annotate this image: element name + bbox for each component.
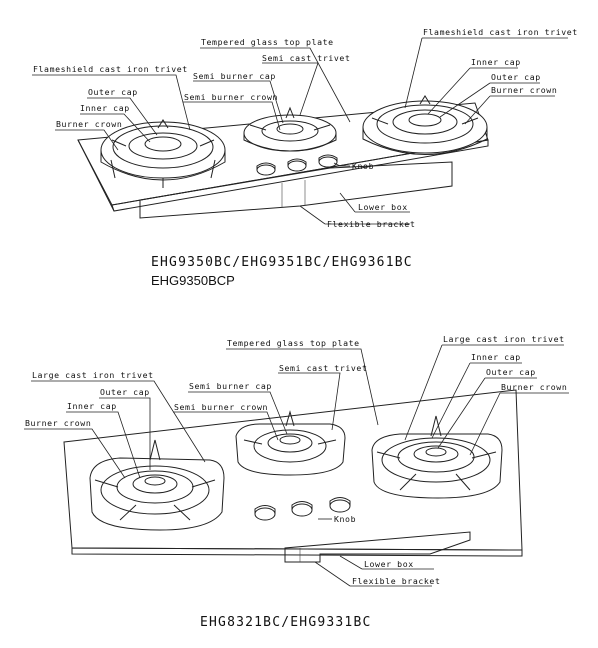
bottom-semi-burner (235, 410, 346, 476)
top-labels: Tempered glass top plate Semi cast trive… (33, 27, 578, 229)
top-semi-burner (243, 106, 337, 152)
top-model-number-extra: EHG9350BCP (151, 273, 235, 288)
label-top-semi-burner-cap: Semi burner cap (193, 71, 276, 81)
label-top-outer-cap-left: Outer cap (88, 87, 138, 97)
label-top-semi-cast-trivet: Semi cast trivet (262, 53, 350, 63)
top-left-burner (100, 119, 226, 188)
label-bottom-lower-box: Lower box (364, 559, 414, 569)
label-top-tempered-glass: Tempered glass top plate (201, 37, 334, 47)
label-bottom-tempered-glass: Tempered glass top plate (227, 338, 360, 348)
label-bottom-burner-crown-right: Burner crown (501, 382, 567, 392)
label-bottom-flexible-bracket: Flexible bracket (352, 576, 440, 586)
top-model-numbers: EHG9350BC/EHG9351BC/EHG9361BC (151, 255, 413, 270)
bottom-model-numbers: EHG8321BC/EHG9331BC (200, 615, 372, 630)
top-lower-box (139, 161, 453, 219)
top-leader-lines (32, 37, 568, 225)
label-bottom-semi-burner-crown: Semi burner crown (174, 402, 268, 412)
label-bottom-outer-cap-right: Outer cap (486, 367, 536, 377)
top-right-burner (362, 95, 488, 155)
top-knobs (256, 154, 338, 176)
label-bottom-large-trivet-left: Large cast iron trivet (32, 370, 154, 380)
label-bottom-semi-cast-trivet: Semi cast trivet (279, 363, 367, 373)
label-bottom-knob: Knob (334, 514, 356, 524)
label-bottom-outer-cap-left: Outer cap (100, 387, 150, 397)
bottom-leader-lines (24, 344, 569, 587)
label-top-knob: Knob (352, 161, 374, 171)
label-top-outer-cap-right: Outer cap (491, 72, 541, 82)
label-top-flameshield-trivet-right: Flameshield cast iron trivet (423, 27, 578, 37)
label-top-inner-cap-left: Inner cap (80, 103, 130, 113)
bottom-lower-box (284, 531, 471, 563)
label-top-burner-crown-right: Burner crown (491, 85, 557, 95)
bottom-right-burner (371, 415, 503, 499)
label-bottom-inner-cap-right: Inner cap (471, 352, 521, 362)
label-top-semi-burner-crown: Semi burner crown (184, 92, 278, 102)
label-bottom-inner-cap-left: Inner cap (67, 401, 117, 411)
label-top-lower-box: Lower box (358, 202, 408, 212)
label-top-inner-cap-right: Inner cap (471, 57, 521, 67)
label-bottom-large-trivet-right: Large cast iron trivet (443, 334, 565, 344)
label-top-flexible-bracket: Flexible bracket (327, 219, 415, 229)
top-hob-drawing (32, 37, 568, 225)
bottom-knobs (254, 497, 351, 521)
label-bottom-semi-burner-cap: Semi burner cap (189, 381, 272, 391)
label-top-flameshield-trivet-left: Flameshield cast iron trivet (33, 64, 188, 74)
label-top-burner-crown-left: Burner crown (56, 119, 122, 129)
bottom-hob-drawing (24, 344, 569, 587)
bottom-labels: Tempered glass top plate Large cast iron… (25, 334, 567, 586)
label-bottom-burner-crown-left: Burner crown (25, 418, 91, 428)
